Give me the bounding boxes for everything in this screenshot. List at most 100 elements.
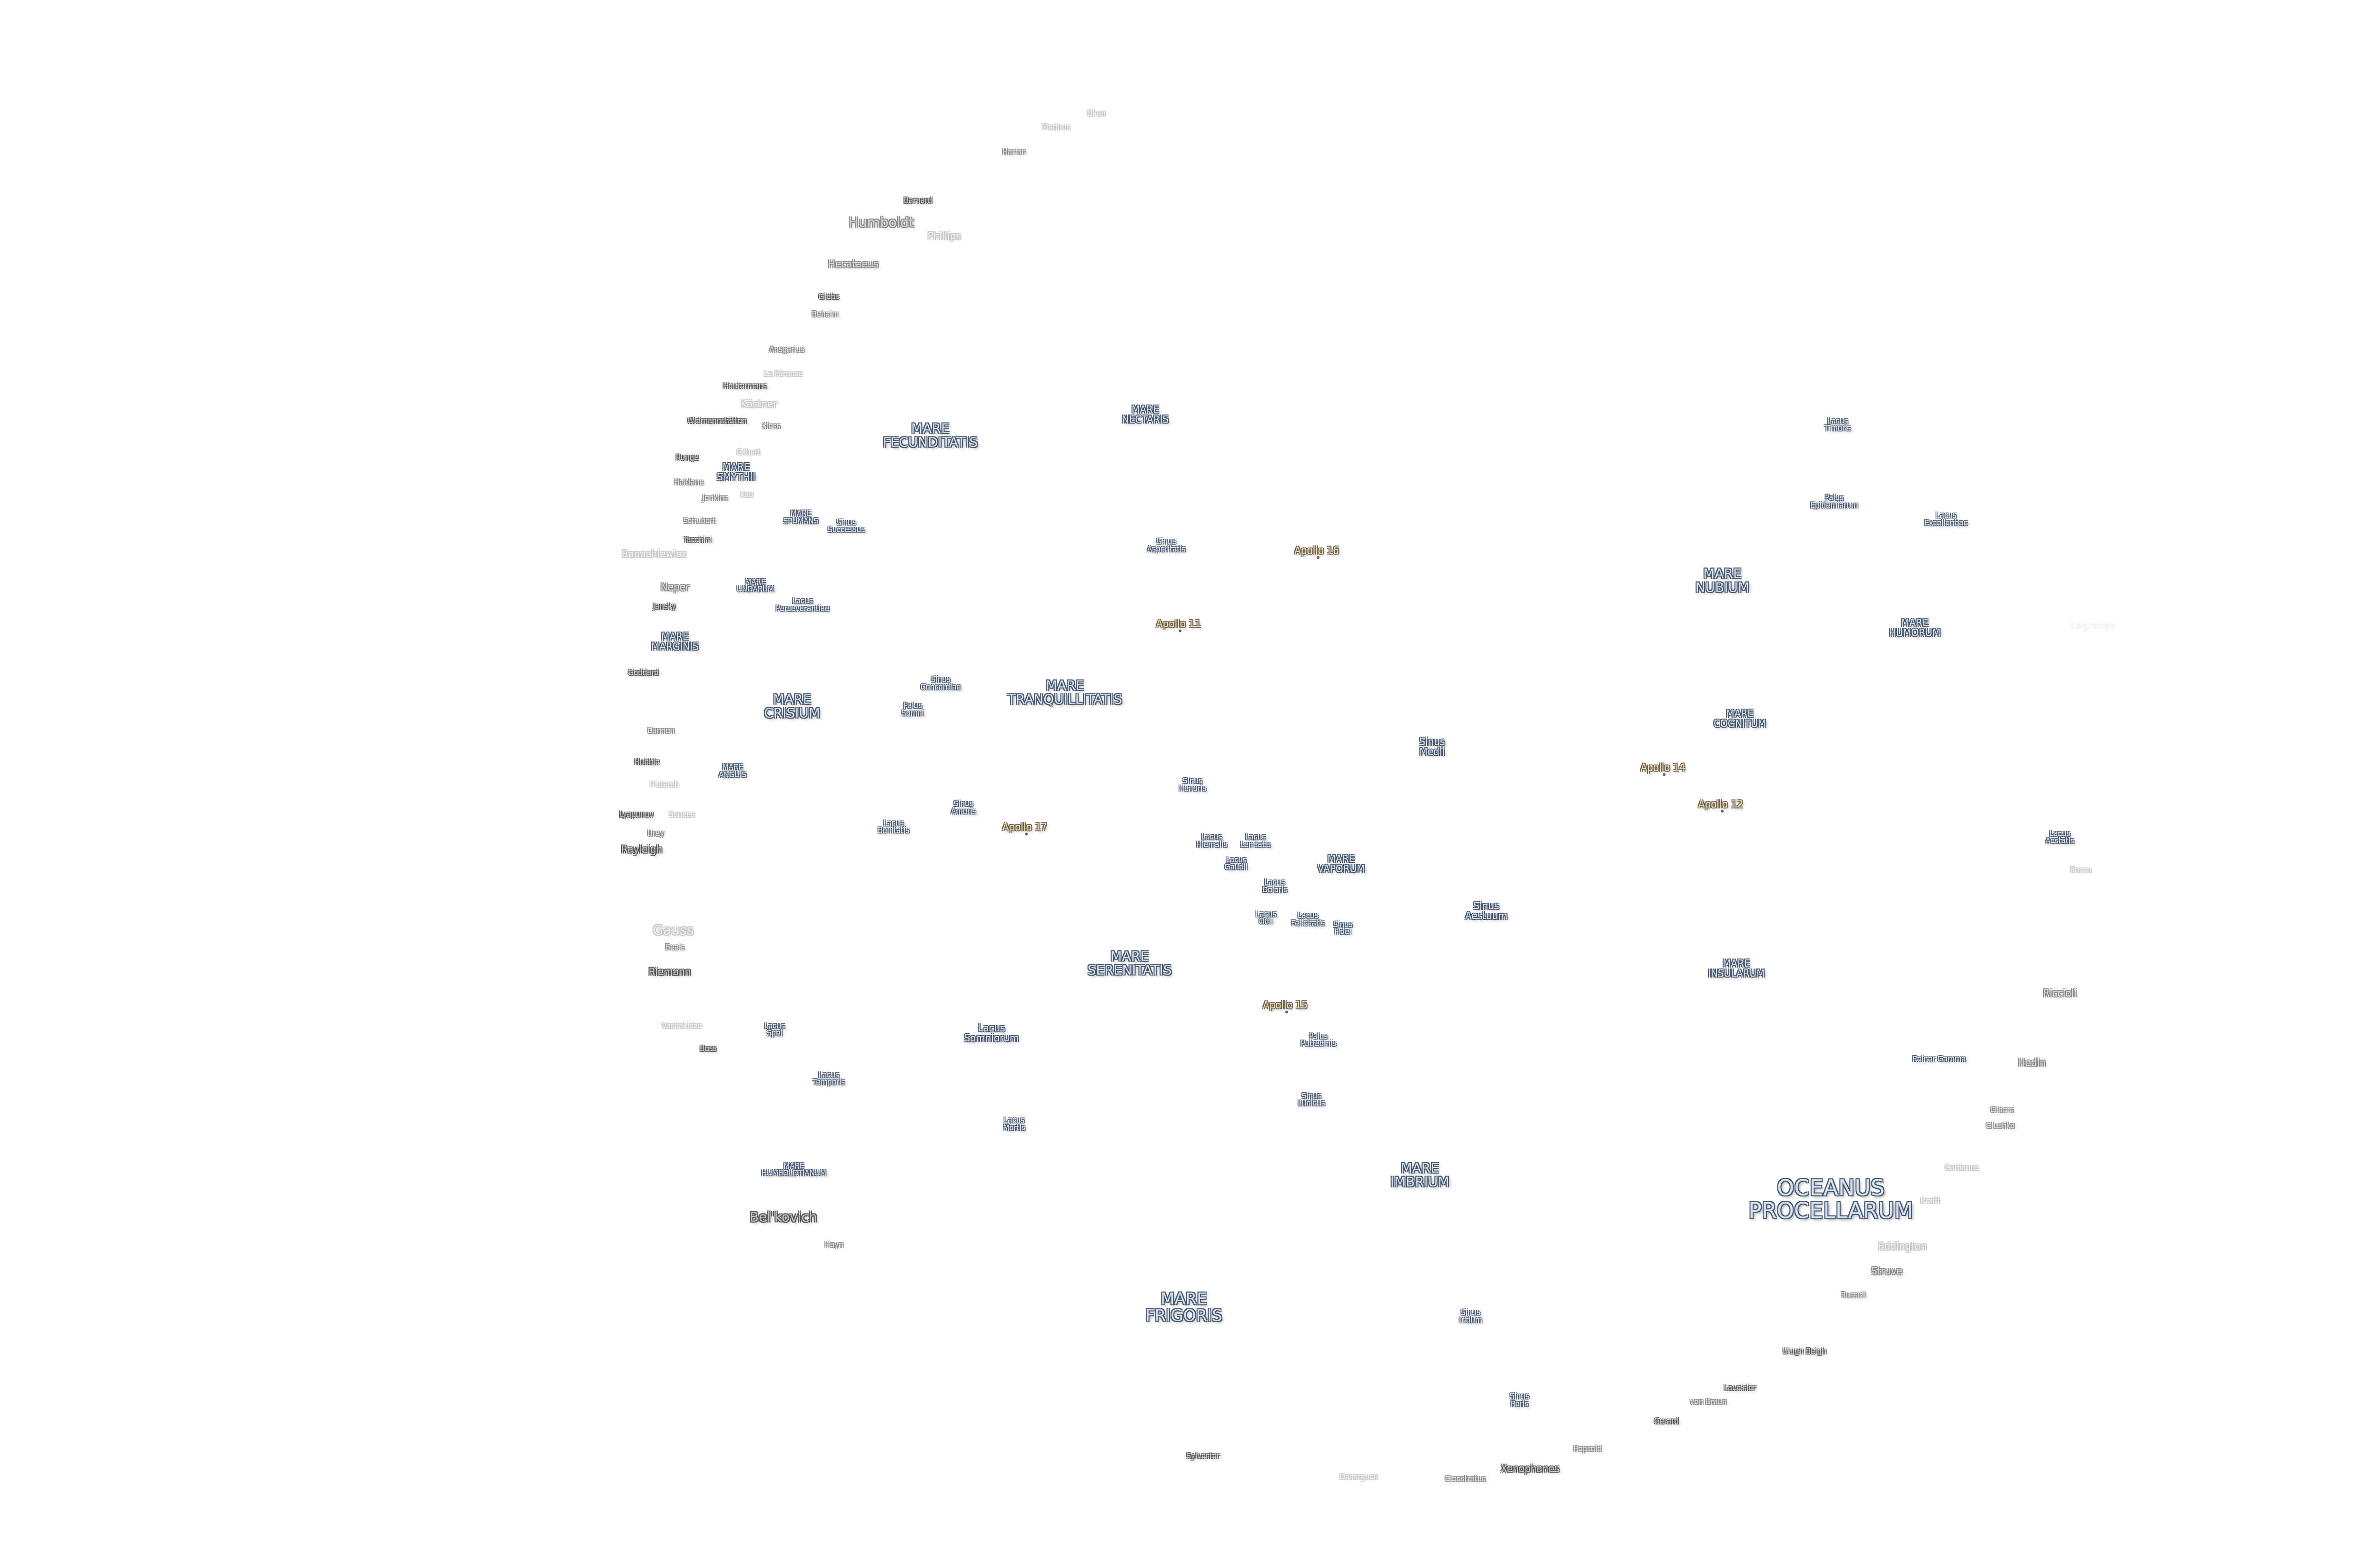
crater-label-hayn: Hayn	[824, 1240, 843, 1249]
crater-label-lavoisier: Lavoisier	[1724, 1383, 1756, 1392]
crater-label-hecataeus: Hecataeus	[828, 258, 879, 270]
crater-label-gauss: Gauss	[653, 922, 694, 938]
crater-label-olbers: Olbers	[1990, 1105, 2014, 1114]
feature-label-sinus-aestuum: Sinus Aestuum	[1465, 900, 1507, 921]
crater-label-goddard: Goddard	[628, 668, 659, 677]
feature-label-lacus-timoris: Lacus Timoris	[1825, 416, 1851, 433]
crater-label-banachiewicz: Banachiewicz	[621, 548, 686, 560]
landing-site-label-apollo-12: Apollo 12	[1698, 798, 1743, 813]
crater-label-humboldt: Humboldt	[848, 214, 914, 230]
crater-label-tacchini: Tacchini	[683, 535, 712, 544]
crater-label-hedin: Hedin	[2018, 1057, 2046, 1068]
crater-label-ulugh-beigh: Ulugh Beigh	[1783, 1346, 1826, 1355]
crater-label-harlan: Harlan	[1002, 147, 1026, 156]
feature-label-mare-crisium: MARE CRISIUM	[764, 691, 821, 722]
feature-label-sinus-roris: Sinus Roris	[1509, 1392, 1529, 1408]
crater-label-lyapunov: Lyapunov	[619, 810, 654, 819]
feature-label-lacus-perseverantiae: Lacus Perseverantiae	[775, 596, 830, 613]
crater-label-von-braun: von Braun	[1690, 1397, 1727, 1406]
feature-label-lacus-hiemalis: Lacus Hiemalis	[1196, 832, 1228, 849]
crater-label-vashakidze: Vashakidze	[662, 1021, 702, 1030]
crater-label-widmannstatten: Widmannstätten	[687, 416, 747, 425]
crater-label-marinus: Marinus	[1042, 123, 1071, 132]
crater-label-eddington: Eddington	[1878, 1240, 1927, 1252]
crater-label-plutarch: Plutarch	[650, 780, 679, 789]
crater-label-gibbs: Gibbs	[818, 292, 839, 301]
feature-label-sinus-successus: Sinus Successus	[828, 517, 865, 534]
feature-label-sinus-amoris: Sinus Amoris	[951, 799, 976, 816]
crater-label-seneca: Seneca	[669, 810, 695, 819]
feature-label-lacus-bonitatis: Lacus Bonitatis	[878, 818, 910, 835]
landing-site-label-apollo-11: Apollo 11	[1156, 618, 1201, 633]
feature-label-lacus-aestatis: Lacus Aestatis	[2045, 829, 2074, 845]
feature-label-oceanus-procellarum: OCEANUS PROCELLARUM	[1748, 1175, 1914, 1224]
landing-site-label-apollo-14: Apollo 14	[1640, 761, 1686, 776]
crater-label-barnard: Barnard	[903, 196, 932, 205]
feature-label-mare-fecunditatis: MARE FECUNDITATIS	[883, 420, 978, 450]
feature-label-mare-insularum: MARE INSULARUM	[1708, 958, 1765, 979]
landing-site-label-apollo-17: Apollo 17	[1002, 821, 1047, 836]
feature-label-lacus-excellentiae: Lacus Excellentiae	[1924, 511, 1968, 527]
crater-label-riemann: Riemann	[648, 966, 691, 978]
feature-label-palus-epidemiarum: Palus Epidemiarum	[1810, 493, 1858, 510]
crater-label-la-perouse: La Pérouse	[764, 369, 803, 378]
feature-label-lacus-spei: Lacus Spei	[764, 1021, 785, 1038]
feature-label-mare-marginis: MARE MARGINIS	[651, 631, 699, 652]
feature-label-sinus-medii: Sinus Medii	[1419, 735, 1445, 757]
feature-label-mare-spumans: MARE SPUMANS	[783, 509, 819, 525]
crater-label-urey: Urey	[647, 829, 664, 838]
feature-label-mare-anguis: MARE ANGUIS	[719, 762, 747, 779]
crater-label-kao: Kao	[740, 490, 754, 499]
feature-label-lacus-doloris: Lacus Doloris	[1262, 878, 1288, 894]
landing-site-label-apollo-15: Apollo 15	[1263, 999, 1308, 1014]
crater-label-phillips: Phillips	[927, 230, 961, 242]
feature-label-mare-smythii: MARE SMYTHII	[716, 461, 756, 483]
crater-label-schubert: Schubert	[683, 516, 716, 525]
crater-label-rayleigh: Rayleigh	[621, 843, 663, 855]
crater-label-lagrange: Lagrange	[2071, 620, 2116, 632]
feature-label-lacus-mortis: Lacus Mortis	[1003, 1116, 1025, 1132]
crater-label-repsold: Repsold	[1573, 1444, 1602, 1453]
crater-label-neper: Neper	[660, 581, 690, 593]
crater-label-belkovich: Bel'kovich	[749, 1209, 817, 1225]
feature-label-sinus-fidei: Sinus Fidei	[1333, 919, 1353, 936]
feature-label-lacus-felicitatis: Lacus Felicitatis	[1291, 911, 1325, 928]
feature-label-mare-undarum: MARE UNDARUM	[736, 577, 774, 593]
feature-label-mare-imbrium: MARE IMBRIUM	[1390, 1160, 1449, 1190]
crater-label-krafft: Krafft	[1920, 1196, 1941, 1205]
feature-label-sinus-asperitatis: Sinus Asperitatis	[1147, 537, 1186, 554]
crater-label-rocca: Rocca	[2070, 866, 2092, 875]
feature-label-mare-serenitatis: MARE SERENITATIS	[1087, 948, 1172, 979]
feature-label-lacus-lenitatis: Lacus Lenitatis	[1240, 832, 1271, 849]
feature-label-mare-cognitum: MARE COGNITUM	[1714, 707, 1766, 729]
feature-label-sinus-lunicus: Sinus Lunicus	[1298, 1091, 1325, 1107]
crater-label-cleostratus: Cleostratus	[1445, 1474, 1486, 1483]
crater-label-ansgarius: Ansgarius	[769, 345, 805, 354]
crater-label-cardanus: Cardanus	[1945, 1163, 1979, 1172]
feature-label-mare-vaporum: MARE VAPORUM	[1317, 852, 1365, 874]
feature-label-sinus-honoris: Sinus Honoris	[1179, 776, 1206, 793]
crater-label-oken: Oken	[1087, 109, 1106, 118]
crater-label-glushko: Glushko	[1986, 1121, 2015, 1130]
crater-label-russell: Russell	[1841, 1291, 1866, 1300]
feature-label-palus-putredinis: Palus Putredinis	[1300, 1031, 1336, 1048]
crater-label-houtermans: Houtermans	[723, 381, 767, 390]
feature-label-lacus-somniorum: Lacus Somniorum	[964, 1022, 1019, 1044]
feature-label-sinus-iridum: Sinus Iridum	[1459, 1308, 1482, 1325]
crater-label-sylvester: Sylvester	[1186, 1452, 1220, 1461]
crater-label-jenkins: Jenkins	[702, 494, 728, 503]
crater-label-boss: Boss	[700, 1044, 717, 1053]
feature-label-mare-humorum: MARE HUMORUM	[1889, 616, 1941, 638]
crater-label-runge: Runge	[675, 453, 699, 462]
crater-label-kastner: Kästner	[741, 398, 777, 410]
crater-label-gerard: Gerard	[1654, 1416, 1679, 1425]
feature-label-mare-nubium: MARE NUBIUM	[1695, 565, 1750, 595]
feature-label-sinus-concordiae: Sinus Concordiae	[921, 675, 961, 692]
landing-site-label-apollo-16: Apollo 16	[1294, 544, 1339, 559]
feature-label-lacus-odii: Lacus Odii	[1256, 909, 1277, 926]
feature-label-mare-tranquillitatis: MARE TRANQUILLITATIS	[1007, 677, 1122, 707]
feature-label-lacus-gaudii: Lacus Gaudii	[1225, 855, 1248, 871]
crater-label-struve: Struve	[1871, 1265, 1903, 1277]
crater-label-haldane: Haldane	[674, 478, 704, 486]
feature-label-mare-nectaris: MARE NECTARIS	[1121, 403, 1169, 425]
